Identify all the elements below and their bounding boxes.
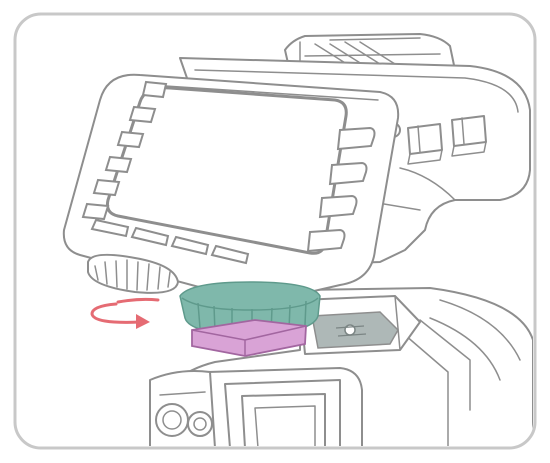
camera-viewfinder xyxy=(204,367,363,446)
camera-hot-shoe xyxy=(311,311,399,349)
trigger-control-knob xyxy=(87,253,179,294)
trigger-lcd-screen xyxy=(106,86,348,255)
trigger-left-buttons xyxy=(81,80,168,221)
camera-left-dials xyxy=(149,370,216,446)
trigger-right-buttons xyxy=(306,126,376,253)
rotation-arrow-icon xyxy=(90,297,160,329)
mounting-foot xyxy=(191,319,307,357)
trigger-side-ports xyxy=(407,115,487,165)
trigger-bottom-buttons xyxy=(90,218,250,265)
